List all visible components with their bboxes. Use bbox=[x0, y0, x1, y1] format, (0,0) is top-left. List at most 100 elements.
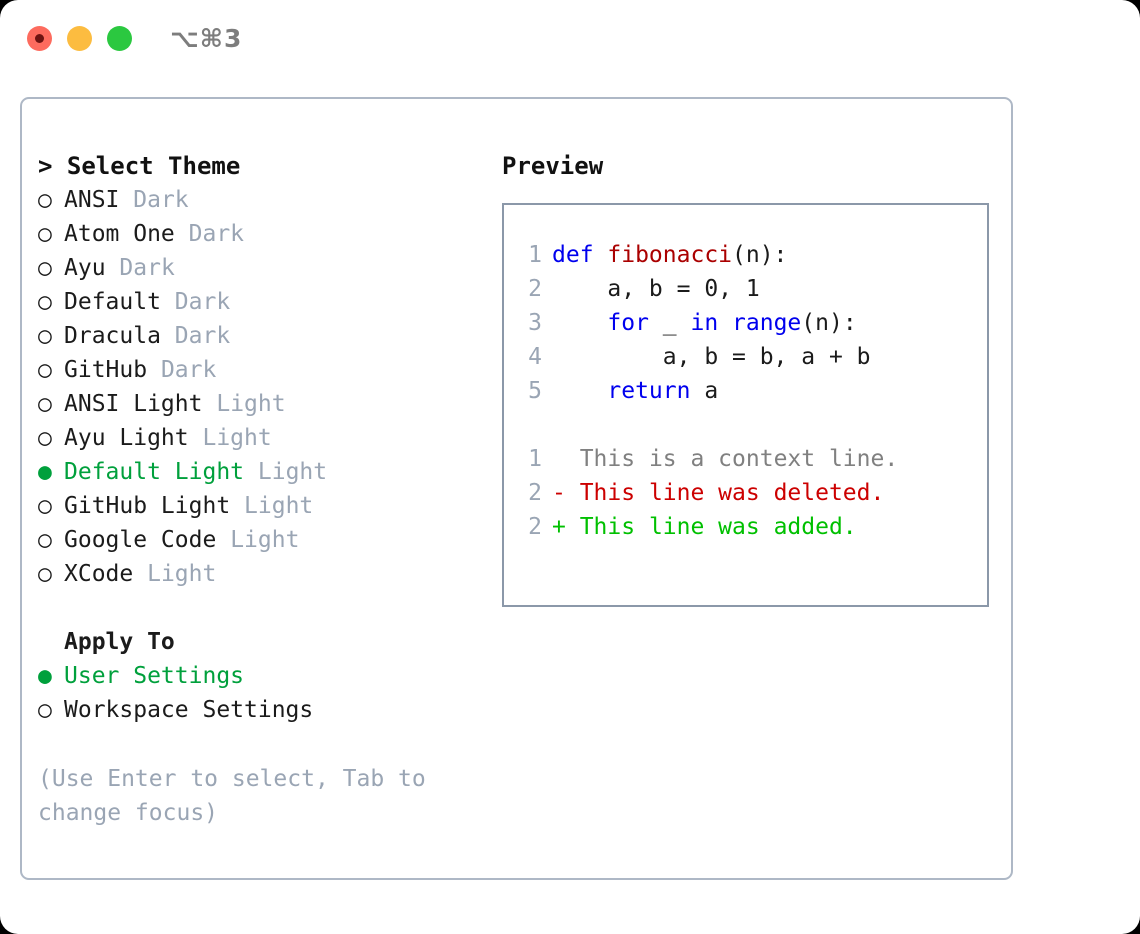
theme-option-name: Google Code bbox=[64, 527, 217, 553]
theme-option-tag: Light bbox=[244, 493, 314, 519]
minimize-button[interactable] bbox=[67, 26, 92, 51]
code-token: a, b = b, a + b bbox=[552, 344, 871, 370]
line-number: 1 bbox=[528, 242, 542, 268]
theme-list-column: > Select Theme○ANSI Dark○Atom One Dark○A… bbox=[38, 149, 478, 727]
theme-option-name: XCode bbox=[64, 561, 134, 587]
line-number: 4 bbox=[528, 344, 542, 370]
radio-unselected-icon: ○ bbox=[38, 425, 52, 451]
window-titlebar: ⌥⌘3 bbox=[0, 0, 1140, 78]
code-token: range bbox=[732, 310, 802, 336]
theme-option-name: Ayu bbox=[64, 255, 106, 281]
theme-selector-panel: > Select Theme○ANSI Dark○Atom One Dark○A… bbox=[20, 97, 1013, 880]
code-token: return bbox=[607, 378, 691, 404]
line-number: 2 bbox=[528, 276, 542, 302]
apply-to-option-user-settings[interactable]: ● User Settings bbox=[38, 659, 478, 693]
theme-option-ayu[interactable]: ○ Ayu Dark bbox=[38, 251, 478, 285]
diff-marker: - bbox=[552, 480, 566, 506]
theme-option-tag: Dark bbox=[119, 255, 175, 281]
diff-marker bbox=[552, 446, 566, 472]
code-line: 4 a, b = b, a + b bbox=[518, 340, 871, 374]
theme-option-tag: Light bbox=[257, 459, 328, 485]
theme-option-name: Default bbox=[64, 289, 161, 315]
radio-unselected-icon: ○ bbox=[38, 289, 52, 315]
radio-unselected-icon: ○ bbox=[38, 187, 52, 213]
theme-option-ayu-light[interactable]: ○ Ayu Light Light bbox=[38, 421, 478, 455]
theme-option-default-light[interactable]: ● Default Light Light bbox=[38, 455, 478, 489]
code-line: 2 a, b = 0, 1 bbox=[518, 272, 760, 306]
theme-option-github[interactable]: ○ GitHub Dark bbox=[38, 353, 478, 387]
theme-option-ansi-light[interactable]: ○ANSI Light Light bbox=[38, 387, 478, 421]
diff-line-del: 2- This line was deleted. bbox=[518, 476, 884, 510]
apply-to-heading: Apply To bbox=[38, 625, 478, 659]
line-number: 3 bbox=[528, 310, 542, 336]
code-token: a bbox=[690, 378, 719, 404]
radio-unselected-icon: ○ bbox=[38, 357, 52, 383]
theme-option-tag: Light bbox=[147, 561, 217, 587]
line-number: 5 bbox=[528, 378, 542, 404]
theme-option-xcode[interactable]: ○ XCode Light bbox=[38, 557, 478, 591]
code-token bbox=[552, 378, 607, 404]
list-spacer bbox=[38, 591, 478, 625]
theme-option-tag: Dark bbox=[174, 323, 231, 349]
theme-option-name: GitHub bbox=[64, 357, 148, 383]
line-number: 2 bbox=[528, 480, 542, 506]
maximize-button[interactable] bbox=[107, 26, 132, 51]
line-number: 2 bbox=[528, 514, 542, 540]
code-token: a, b = 0, 1 bbox=[552, 276, 760, 302]
code-line: 1 def fibonacci(n): bbox=[518, 238, 787, 272]
theme-option-dracula[interactable]: ○ Dracula Dark bbox=[38, 319, 478, 353]
apply-to-option-name: Workspace Settings bbox=[64, 697, 314, 723]
theme-option-name: Ayu Light bbox=[64, 425, 189, 451]
theme-option-google-code[interactable]: ○Google Code Light bbox=[38, 523, 478, 557]
preview-label: Preview bbox=[502, 152, 604, 180]
window-title: ⌥⌘3 bbox=[170, 24, 243, 53]
theme-option-atom-one[interactable]: ○ Atom One Dark bbox=[38, 217, 478, 251]
radio-unselected-icon: ○ bbox=[38, 255, 52, 281]
apply-to-heading-text: Apply To bbox=[64, 629, 175, 655]
theme-option-name: GitHub Light bbox=[64, 493, 231, 519]
theme-option-name: ANSI bbox=[64, 187, 120, 213]
code-token: def bbox=[552, 242, 608, 268]
theme-option-tag: Light bbox=[202, 425, 272, 451]
code-line: 3 for _ in range(n): bbox=[518, 306, 857, 340]
apply-to-option-workspace-settings[interactable]: ○Workspace Settings bbox=[38, 693, 478, 727]
close-button[interactable] bbox=[27, 26, 52, 51]
diff-line-ctx: 1 This is a context line. bbox=[518, 442, 898, 476]
code-token: fibonacci bbox=[607, 242, 733, 268]
theme-option-tag: Dark bbox=[160, 357, 217, 383]
theme-option-name: Default Light bbox=[64, 459, 245, 485]
radio-unselected-icon: ○ bbox=[38, 493, 52, 519]
diff-line-add: 2 + This line was added. bbox=[518, 510, 857, 544]
theme-option-name: Atom One bbox=[64, 221, 175, 247]
radio-selected-icon: ● bbox=[38, 459, 52, 485]
radio-unselected-icon: ○ bbox=[38, 391, 52, 417]
theme-option-default[interactable]: ○ Default Dark bbox=[38, 285, 478, 319]
diff-text: This line was deleted. bbox=[565, 480, 885, 506]
code-token: (n): bbox=[732, 242, 788, 268]
diff-text: This is a context line. bbox=[565, 446, 899, 472]
radio-unselected-icon: ○ bbox=[38, 561, 52, 587]
theme-option-tag: Light bbox=[230, 527, 300, 553]
diff-marker: + bbox=[552, 514, 566, 540]
theme-option-name: Dracula bbox=[64, 323, 161, 349]
diff-text: This line was added. bbox=[565, 514, 857, 540]
theme-list-heading: > Select Theme bbox=[38, 152, 241, 180]
code-token: _ bbox=[648, 310, 691, 336]
radio-unselected-icon: ○ bbox=[38, 221, 52, 247]
code-token: for bbox=[607, 310, 649, 336]
theme-option-ansi[interactable]: ○ANSI Dark bbox=[38, 183, 478, 217]
theme-option-tag: Dark bbox=[174, 289, 231, 315]
theme-option-tag: Dark bbox=[188, 221, 245, 247]
keyboard-hint: (Use Enter to select, Tab to change focu… bbox=[38, 766, 440, 826]
code-line: 5 return a bbox=[518, 374, 718, 408]
apply-to-option-name: User Settings bbox=[64, 663, 245, 689]
radio-unselected-icon: ○ bbox=[38, 323, 52, 349]
radio-selected-icon: ● bbox=[38, 663, 52, 689]
line-number: 1 bbox=[528, 446, 542, 472]
code-token: in bbox=[690, 310, 719, 336]
code-token bbox=[718, 310, 732, 336]
theme-option-github-light[interactable]: ○ GitHub Light Light bbox=[38, 489, 478, 523]
code-token: (n): bbox=[801, 310, 857, 336]
